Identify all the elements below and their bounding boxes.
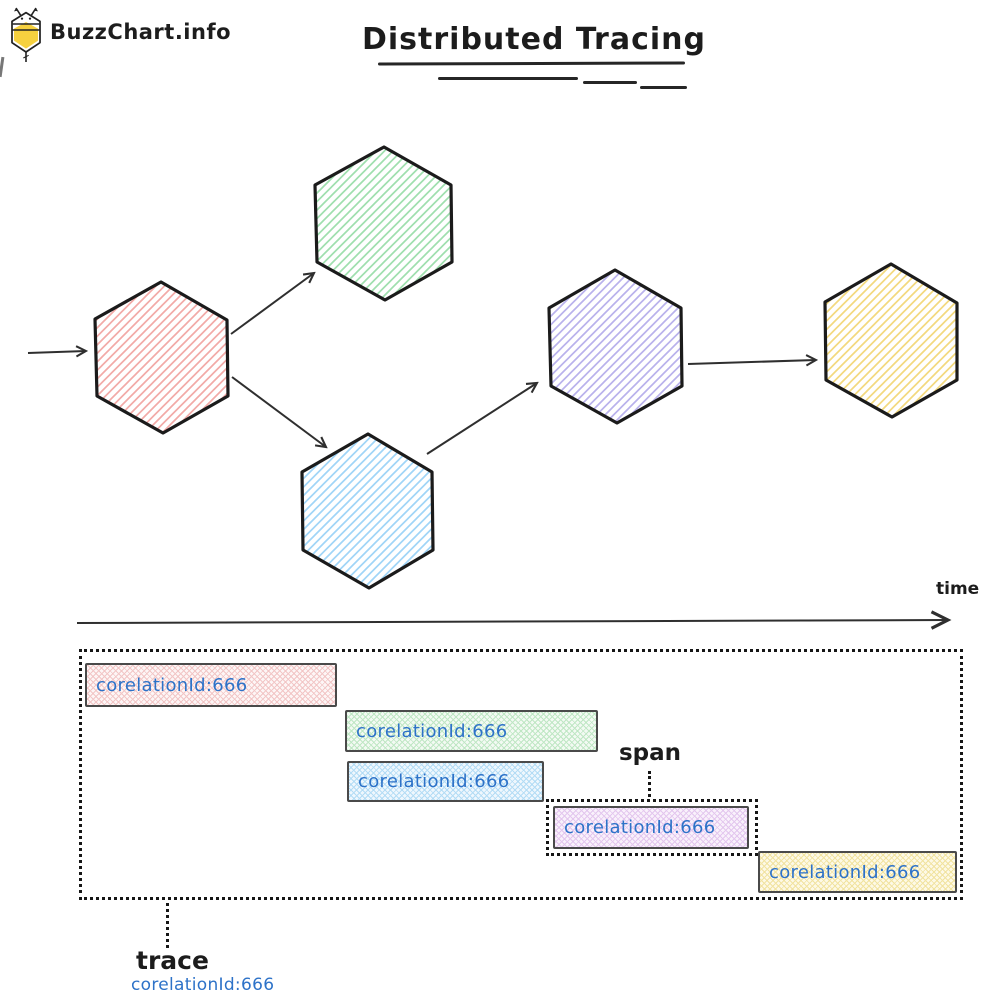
span-bar-red: corelationId:666 bbox=[85, 663, 337, 707]
arrow-red-to-green bbox=[230, 273, 314, 335]
hexagon-node-red bbox=[93, 280, 230, 435]
arrow-into-red-node bbox=[27, 351, 86, 353]
hexagon-node-indigo bbox=[547, 268, 684, 425]
title-underline bbox=[640, 86, 687, 89]
span-annotation-label: span bbox=[618, 740, 682, 766]
arrow-blue-to-indigo bbox=[426, 383, 537, 455]
hexagon-node-blue bbox=[300, 432, 435, 590]
arrow-indigo-to-yellow bbox=[687, 360, 816, 364]
time-axis-arrow bbox=[76, 610, 952, 630]
service-flow-diagram bbox=[27, 145, 959, 630]
logo: BuzzChart.info bbox=[6, 6, 231, 70]
arrow-red-to-blue bbox=[231, 376, 326, 447]
time-axis-label: time bbox=[936, 579, 980, 599]
span-bar-green: corelationId:666 bbox=[345, 710, 598, 752]
bee-logo-icon bbox=[11, 7, 41, 62]
page-title: Distributed Tracing bbox=[361, 22, 706, 57]
hexagon-node-green bbox=[313, 145, 454, 302]
span-bar-yellow: corelationId:666 bbox=[758, 851, 957, 893]
title-underline bbox=[438, 77, 578, 80]
trace-container bbox=[79, 649, 963, 900]
hexagon-node-yellow bbox=[823, 262, 959, 419]
span-bar-blue: corelationId:666 bbox=[347, 761, 544, 802]
span-highlight-box bbox=[546, 799, 758, 856]
span-bar-purple: corelationId:666 bbox=[553, 806, 749, 849]
trace-annotation-connector bbox=[166, 903, 169, 948]
trace-annotation-label: trace bbox=[136, 946, 209, 975]
span-annotation-connector bbox=[648, 771, 651, 797]
title-underline bbox=[583, 81, 637, 84]
logo-text: BuzzChart.info bbox=[50, 20, 232, 44]
trace-correlation-id: corelationId:666 bbox=[131, 975, 275, 995]
